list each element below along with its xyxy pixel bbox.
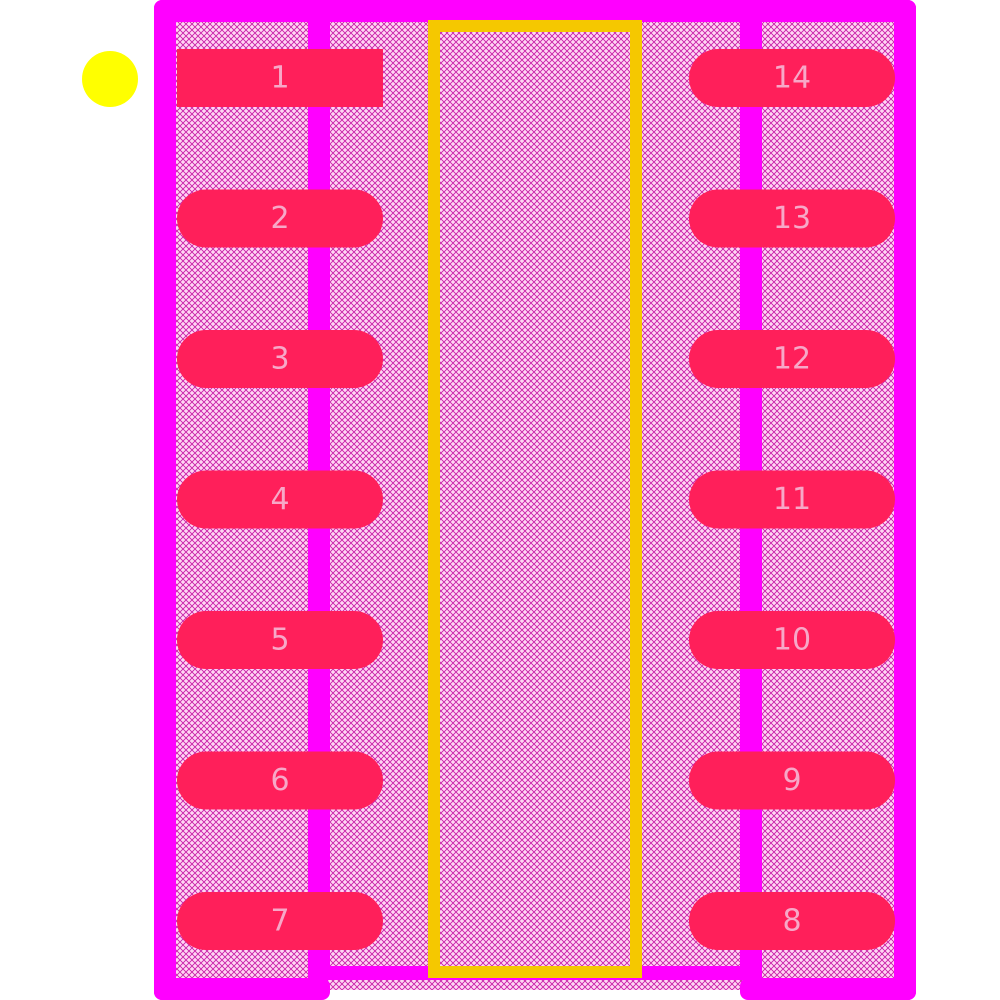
courtyard-left-edge xyxy=(154,0,176,1000)
pad-8: 8 xyxy=(689,892,895,950)
pad-label: 4 xyxy=(270,482,289,517)
pad-label: 11 xyxy=(773,482,811,517)
pad-shape xyxy=(689,49,895,107)
pad-shape xyxy=(689,751,895,810)
pad-shape xyxy=(177,751,383,810)
courtyard-top-edge xyxy=(154,0,916,22)
pad-label: 10 xyxy=(773,623,811,658)
pad-shape xyxy=(177,611,383,669)
pad-6: 6 xyxy=(177,751,383,810)
pad-11: 11 xyxy=(689,470,895,529)
pad-shape xyxy=(177,49,383,107)
pads-right-column: 14 13 12 11 10 9 8 xyxy=(689,49,895,950)
pad-7: 7 xyxy=(177,892,383,950)
pad-shape xyxy=(177,892,383,950)
pad-label: 3 xyxy=(270,342,289,377)
courtyard-bottom-left-edge xyxy=(154,978,330,1000)
pad-label: 13 xyxy=(773,201,811,236)
pad-4: 4 xyxy=(177,470,383,529)
pad-10: 10 xyxy=(689,611,895,669)
pad-label: 2 xyxy=(270,201,289,236)
pad-shape xyxy=(689,611,895,669)
pad-12: 12 xyxy=(689,330,895,388)
pad-9: 9 xyxy=(689,751,895,810)
pad-shape xyxy=(689,330,895,388)
pad-14: 14 xyxy=(689,49,895,107)
courtyard-right-edge xyxy=(894,0,916,1000)
pad-shape xyxy=(689,189,895,248)
courtyard-bottom-right-edge xyxy=(740,978,916,1000)
pad-label: 7 xyxy=(270,904,289,939)
pad-shape xyxy=(689,892,895,950)
pad-2: 2 xyxy=(177,189,383,248)
pad-shape xyxy=(177,470,383,529)
pad-label: 6 xyxy=(270,763,289,798)
pad-label: 12 xyxy=(773,342,811,377)
pad-label: 1 xyxy=(270,61,289,96)
pad-5: 5 xyxy=(177,611,383,669)
pads-left-column: 1 2 3 4 5 6 7 xyxy=(177,49,383,950)
pad-1: 1 xyxy=(177,49,383,107)
pad-label: 14 xyxy=(773,61,811,96)
pad-label: 5 xyxy=(270,623,289,658)
pad-label: 9 xyxy=(782,763,801,798)
pad-shape xyxy=(689,470,895,529)
pad-label: 8 xyxy=(782,904,801,939)
pad-shape xyxy=(177,330,383,388)
pad-13: 13 xyxy=(689,189,895,248)
pad-shape xyxy=(177,189,383,248)
pin1-marker-dot xyxy=(82,51,138,107)
package-body-outline xyxy=(428,20,642,978)
pad-3: 3 xyxy=(177,330,383,388)
